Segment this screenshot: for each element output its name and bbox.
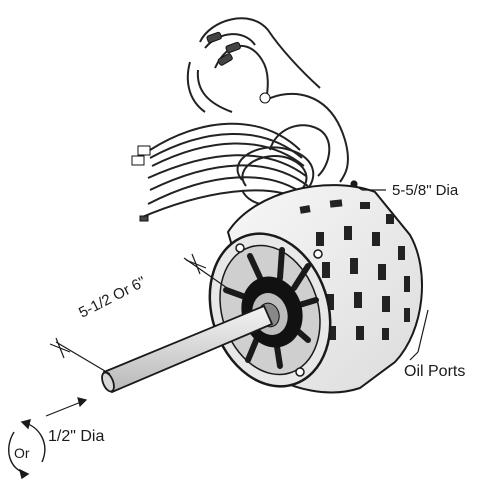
- dimension-tick-left: [49, 337, 71, 359]
- shaft-length-dimension: [49, 253, 231, 375]
- housing-diameter-label: 5-5/8" Dia: [392, 182, 459, 199]
- rotation-label: Or: [14, 445, 30, 461]
- dimension-tick-right: [185, 253, 207, 275]
- motor-shaft: [101, 304, 274, 394]
- shaft-diameter-label: 1/2" Dia: [48, 428, 104, 445]
- oil-ports-leader: [409, 309, 429, 361]
- housing-diameter-leader: [350, 180, 386, 191]
- shaft-length-label: 5-1/2 Or 6": [76, 273, 149, 321]
- shaft-diameter-leader: [45, 397, 88, 417]
- wire-connectors: [131, 31, 271, 222]
- housing-vents: [299, 199, 410, 340]
- oil-ports-label: Oil Ports: [404, 363, 465, 380]
- rotation-arrow-icon: [8, 419, 46, 480]
